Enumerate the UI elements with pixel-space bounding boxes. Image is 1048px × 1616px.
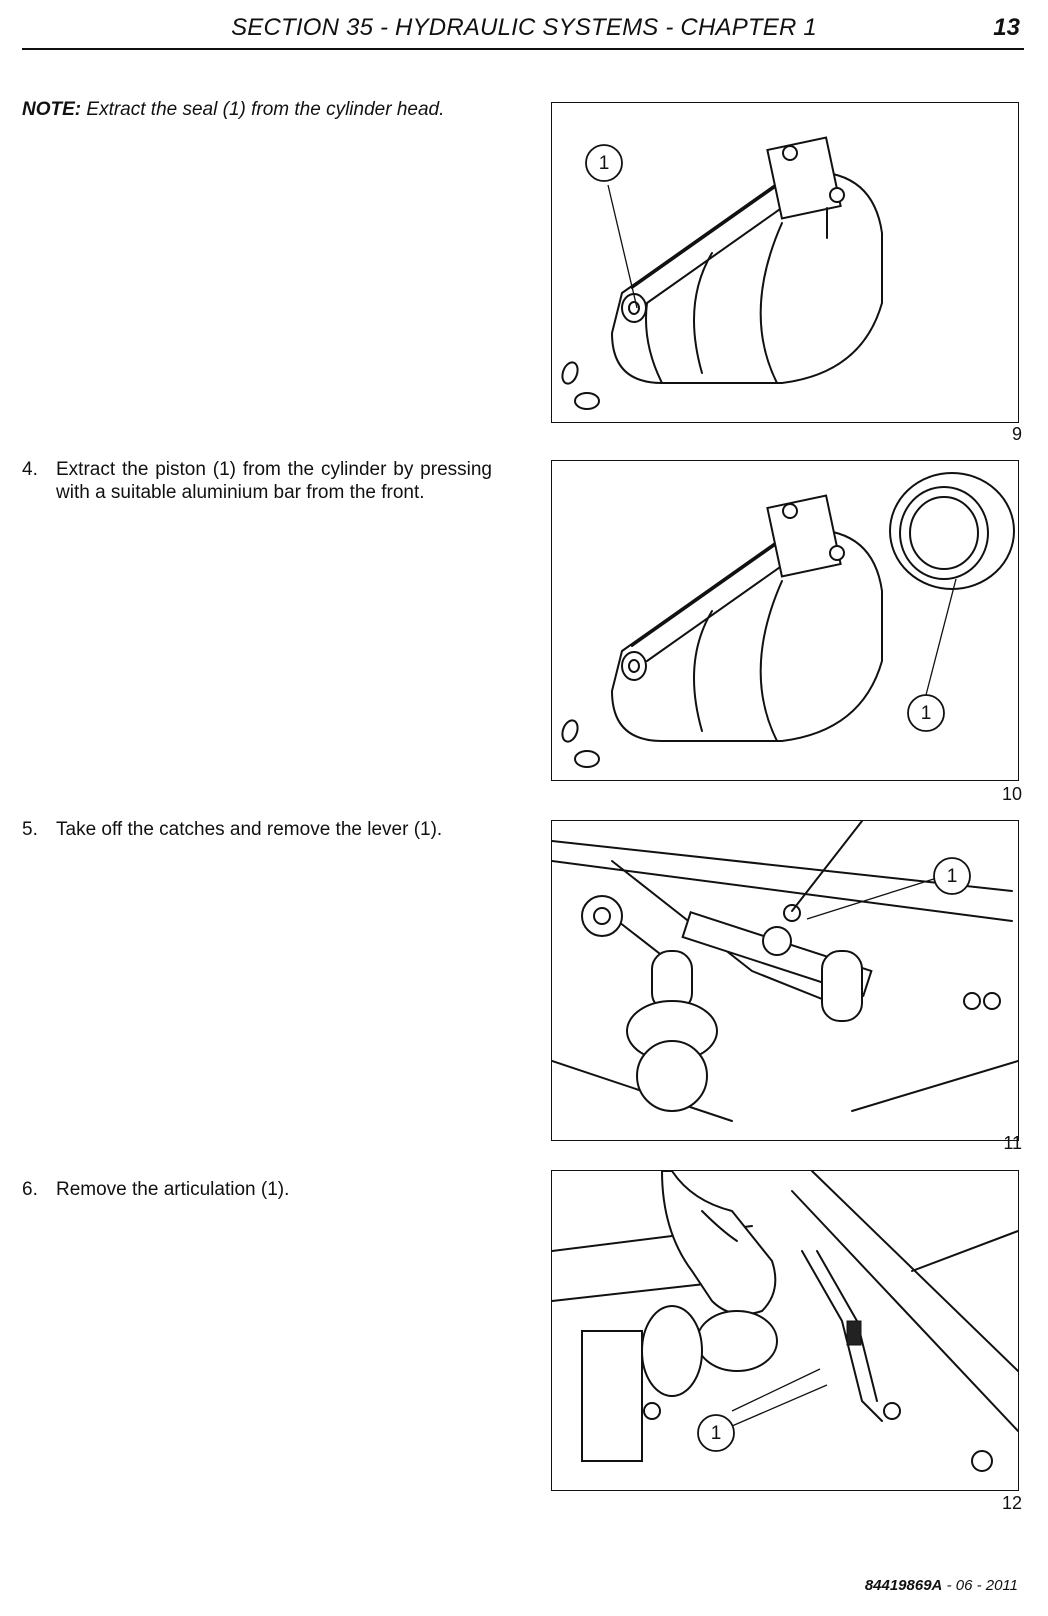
note-text: Extract the seal (1) from the cylinder h… bbox=[86, 99, 445, 120]
figure-10-piston: 1 bbox=[551, 460, 1019, 781]
figure-number: 10 bbox=[1001, 784, 1022, 804]
figure-12-articulation: 1 bbox=[551, 1170, 1019, 1491]
step-text: Remove the articulation (1). bbox=[56, 1179, 290, 1200]
step-4: 4. Extract the piston (1) from the cylin… bbox=[22, 458, 492, 504]
step-6: 6. Remove the articulation (1). bbox=[22, 1178, 492, 1201]
note-label: NOTE: bbox=[22, 99, 82, 120]
figure-number: 9 bbox=[1011, 424, 1022, 444]
note-paragraph: NOTE: Extract the seal (1) from the cyli… bbox=[22, 98, 502, 121]
step-number: 5. bbox=[22, 819, 38, 840]
cylinder-seal-illustration: 1 bbox=[561, 136, 883, 410]
callout-label: 1 bbox=[921, 703, 932, 724]
document-code: 84419869A bbox=[864, 1577, 943, 1594]
piston-illustration: 1 bbox=[561, 472, 1015, 768]
document-date: - 06 - 2011 bbox=[946, 1577, 1018, 1594]
page-number: 13 bbox=[993, 14, 1020, 41]
figure-number: 11 bbox=[1003, 1133, 1022, 1153]
figure-11-lever: 1 bbox=[551, 820, 1019, 1141]
footer: 84419869A - 06 - 2011 bbox=[865, 1577, 1018, 1594]
step-text: Extract the piston (1) from the cylinder… bbox=[56, 459, 492, 503]
lever-illustration: 1 bbox=[552, 821, 1018, 1122]
callout-marker: 1 bbox=[585, 144, 623, 182]
callout-label: 1 bbox=[599, 153, 610, 174]
step-text: Take off the catches and remove the leve… bbox=[56, 819, 443, 840]
header-divider bbox=[22, 48, 1024, 50]
callout-label: 1 bbox=[947, 866, 958, 887]
step-number: 4. bbox=[22, 459, 38, 480]
figure-number: 12 bbox=[1001, 1493, 1022, 1513]
step-5: 5. Take off the catches and remove the l… bbox=[22, 818, 492, 841]
callout-label: 1 bbox=[711, 1423, 722, 1444]
callout-marker: 1 bbox=[907, 694, 945, 732]
callout-marker: 1 bbox=[697, 1414, 735, 1452]
section-title: SECTION 35 - HYDRAULIC SYSTEMS - CHAPTER… bbox=[231, 14, 817, 41]
figure-9-cylinder-seal: 1 bbox=[551, 102, 1019, 423]
step-number: 6. bbox=[22, 1179, 38, 1200]
callout-marker: 1 bbox=[933, 857, 971, 895]
articulation-illustration: 1 bbox=[552, 1171, 1018, 1472]
